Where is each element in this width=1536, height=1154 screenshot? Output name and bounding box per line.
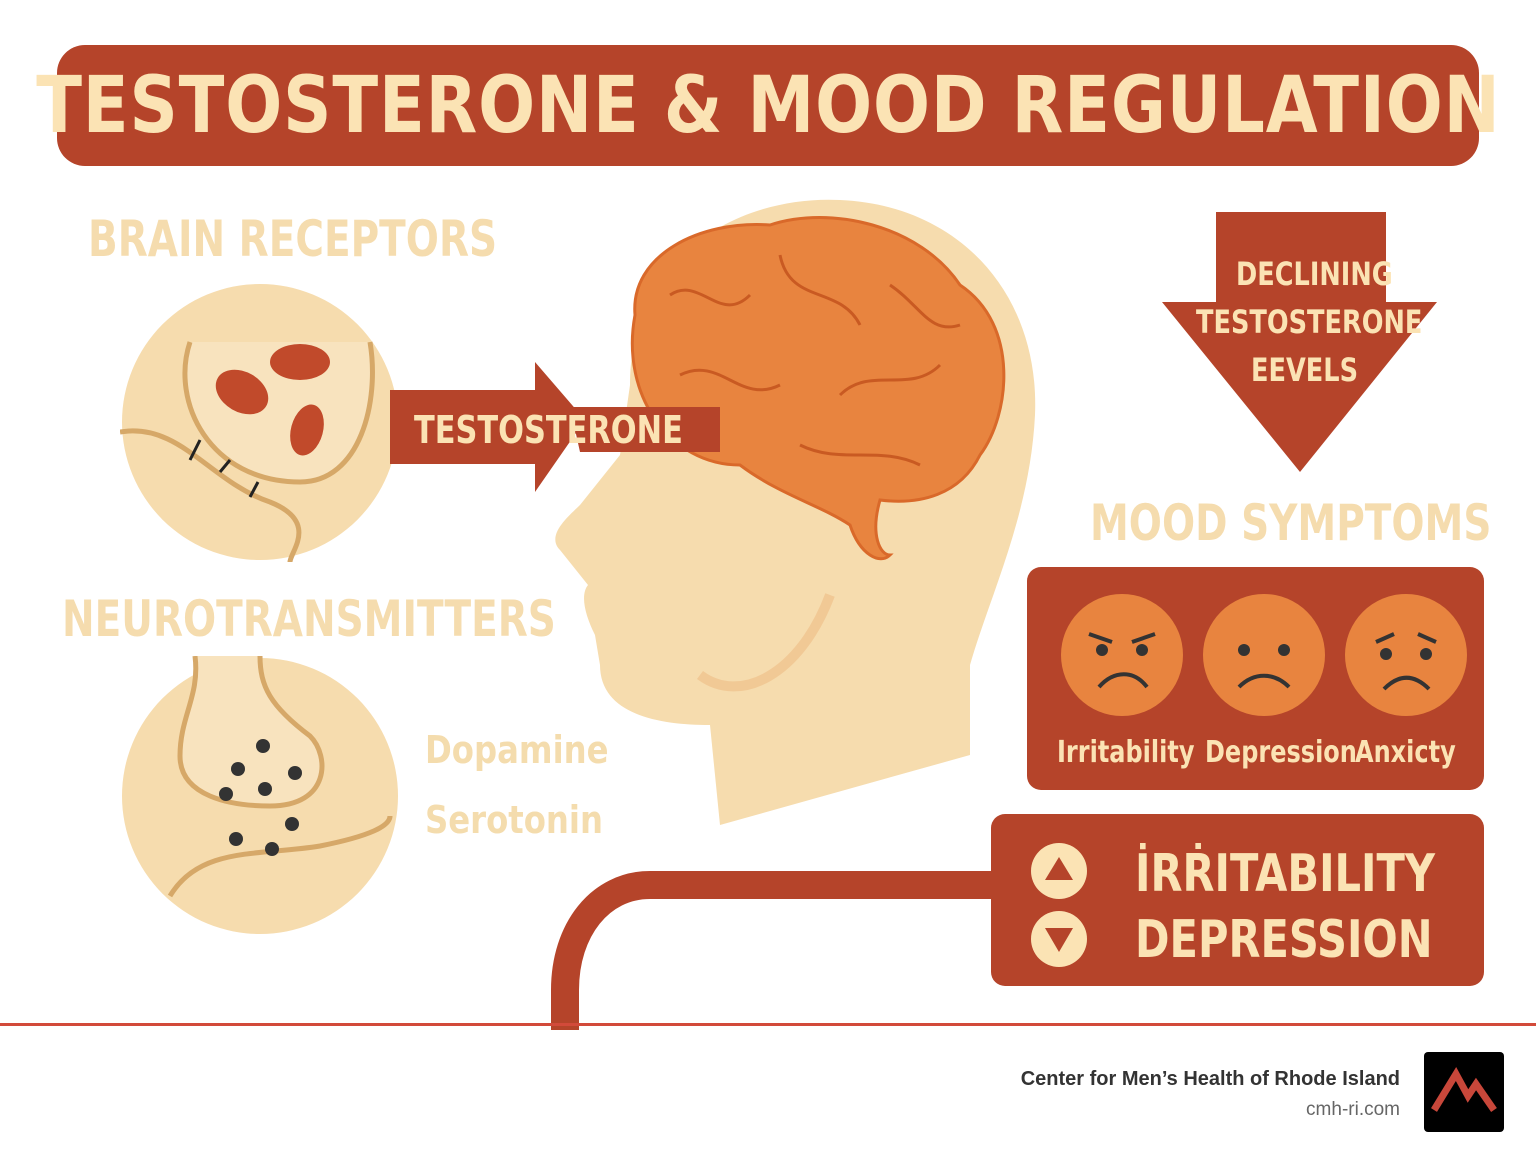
brain-receptors-heading: BRAIN RECEPTORS [88, 210, 498, 268]
declining-line1: DECLINING [1236, 255, 1393, 293]
down-triangle-icon [1031, 911, 1087, 967]
connector-line [551, 871, 1000, 1030]
dopamine-label: Dopamine [425, 728, 609, 772]
neurotransmitter-circle-illustration [122, 656, 398, 934]
symptom-label-depression: Depression [1205, 735, 1357, 770]
effect-label-irritability: İRṘITABILITY [1135, 844, 1436, 904]
brain-icon [630, 216, 1006, 561]
logo-icon [1424, 1052, 1504, 1132]
title-banner: TESTOSTERONE & MOOD REGULATION [36, 45, 1499, 166]
testosterone-arrow [390, 362, 720, 492]
up-arrows-icon [188, 439, 260, 498]
sad-face-icon [1203, 594, 1325, 716]
effects-panel: İRṘITABILITY DEPRESSION [991, 814, 1484, 986]
neurotransmitters-heading: NEUROTRANSMITTERS [62, 590, 556, 648]
symptom-label-anxiety: Anxicty [1355, 735, 1456, 770]
testosterone-arrow-label: TESTOSTERONE [414, 408, 683, 452]
vesicle-icon [270, 344, 330, 380]
symptom-label-irritability: Irritability [1057, 735, 1195, 770]
declining-arrow [1162, 212, 1437, 472]
mood-symptoms-panel: Irritability Depression Anxicty [1027, 567, 1484, 790]
receptor-circle-illustration [120, 284, 398, 562]
footer-org: Center for Men’s Health of Rhode Island [1020, 1068, 1400, 1090]
declining-line3: EEVELS [1251, 351, 1359, 389]
footer-text: Center for Men’s Health of Rhode Island … [1021, 1068, 1400, 1121]
worried-face-icon [1345, 594, 1467, 716]
neurotransmitter-dots [219, 739, 302, 856]
head-brain-illustration [555, 199, 1036, 826]
mood-symptoms-heading: MOOD SYMPTOMS [1090, 494, 1492, 552]
up-triangle-icon [1031, 843, 1087, 899]
footer-divider [0, 1023, 1536, 1026]
footer-url[interactable]: cmh-ri.com [1306, 1099, 1400, 1120]
serotonin-label: Serotonin [425, 798, 603, 842]
page-title: TESTOSTERONE & MOOD REGULATION [35, 60, 1501, 151]
declining-line2: TESTOSTERONE [1196, 303, 1423, 341]
effect-label-depression: DEPRESSION [1135, 910, 1433, 970]
angry-face-icon [1061, 594, 1183, 716]
